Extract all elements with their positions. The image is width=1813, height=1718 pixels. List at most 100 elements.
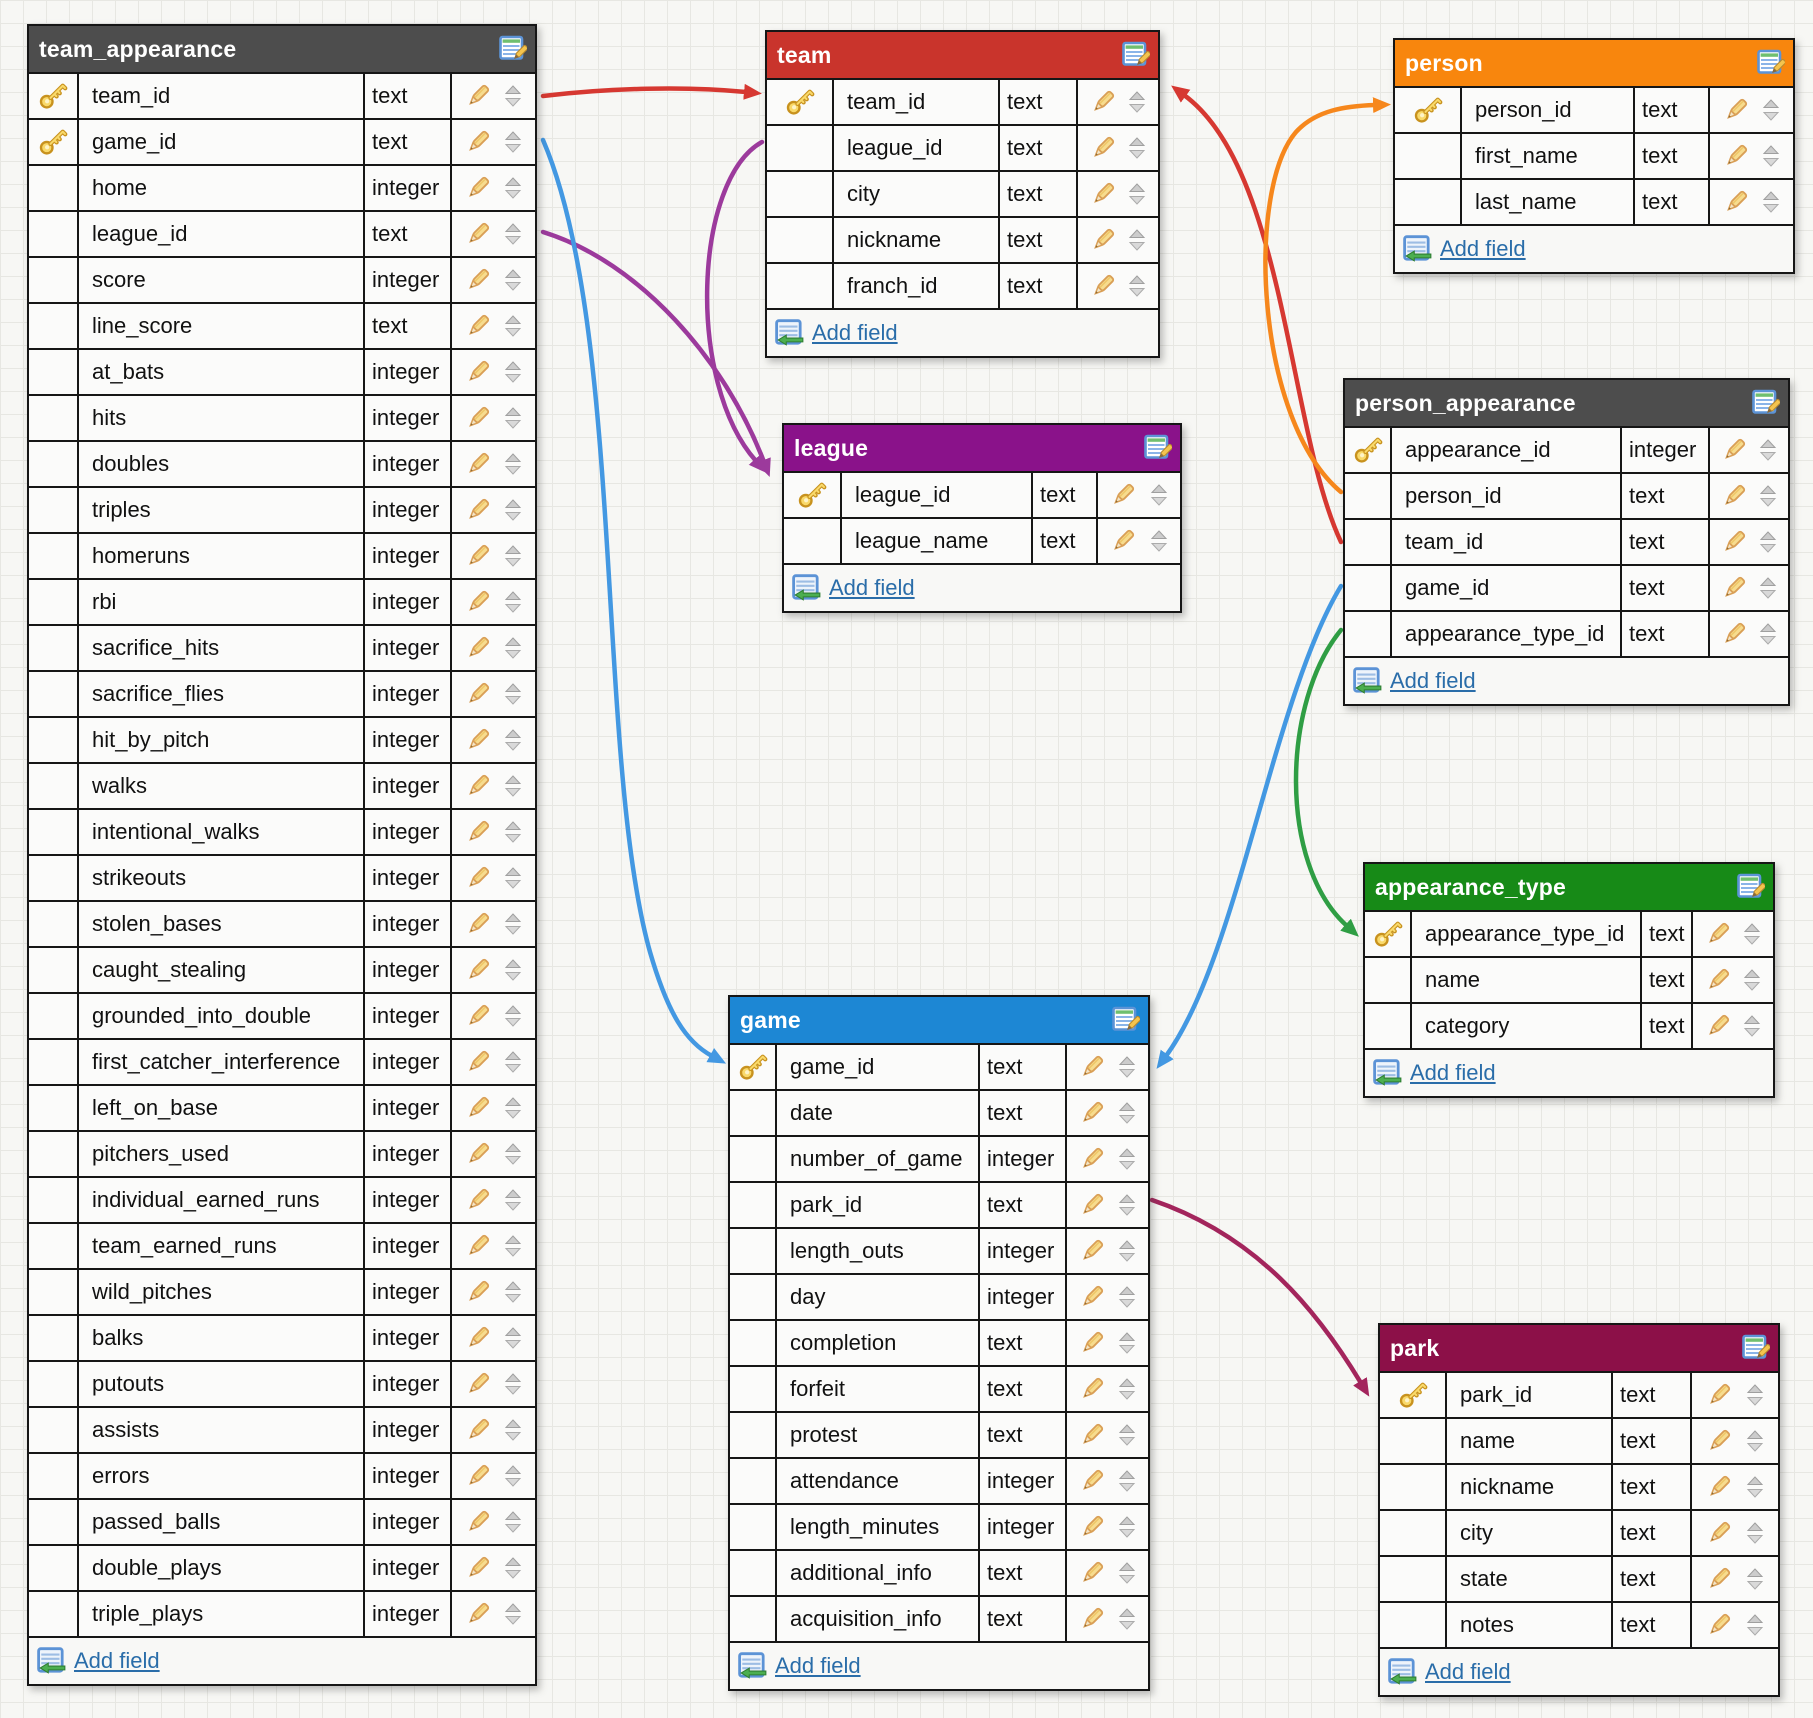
pencil-icon[interactable] [464,956,492,984]
up-down-arrows-icon[interactable] [503,1417,523,1443]
add-field-link[interactable]: Add field [1390,668,1476,693]
pencil-icon[interactable] [464,1232,492,1260]
table-header-person[interactable]: person [1395,40,1793,86]
up-down-arrows-icon[interactable] [503,1555,523,1581]
up-down-arrows-icon[interactable] [1117,1192,1137,1218]
add-field-table-icon[interactable] [738,1652,768,1680]
up-down-arrows-icon[interactable] [503,175,523,201]
pencil-icon[interactable] [1089,88,1117,116]
add-field-link[interactable]: Add field [812,320,898,345]
edit-table-icon[interactable] [1752,389,1780,417]
up-down-arrows-icon[interactable] [503,1371,523,1397]
pencil-icon[interactable] [464,1002,492,1030]
pencil-icon[interactable] [464,404,492,432]
add-field-link[interactable]: Add field [1410,1060,1496,1085]
pencil-icon[interactable] [464,588,492,616]
up-down-arrows-icon[interactable] [503,727,523,753]
up-down-arrows-icon[interactable] [1117,1606,1137,1632]
up-down-arrows-icon[interactable] [1117,1100,1137,1126]
edit-table-icon[interactable] [1737,873,1765,901]
up-down-arrows-icon[interactable] [1761,143,1781,169]
pencil-icon[interactable] [1720,436,1748,464]
up-down-arrows-icon[interactable] [1117,1284,1137,1310]
up-down-arrows-icon[interactable] [503,221,523,247]
up-down-arrows-icon[interactable] [1745,1566,1765,1592]
table-header-park[interactable]: park [1380,1325,1778,1371]
up-down-arrows-icon[interactable] [503,773,523,799]
pencil-icon[interactable] [464,128,492,156]
pencil-icon[interactable] [1078,1191,1106,1219]
up-down-arrows-icon[interactable] [503,1187,523,1213]
up-down-arrows-icon[interactable] [1745,1382,1765,1408]
pencil-icon[interactable] [1705,1611,1733,1639]
pencil-icon[interactable] [1109,481,1137,509]
up-down-arrows-icon[interactable] [503,1325,523,1351]
pencil-icon[interactable] [1089,272,1117,300]
table-header-team_appearance[interactable]: team_appearance [29,26,535,72]
pencil-icon[interactable] [1704,966,1732,994]
up-down-arrows-icon[interactable] [1745,1428,1765,1454]
up-down-arrows-icon[interactable] [1745,1474,1765,1500]
pencil-icon[interactable] [1720,482,1748,510]
pencil-icon[interactable] [464,1278,492,1306]
pencil-icon[interactable] [464,450,492,478]
pencil-icon[interactable] [464,542,492,570]
up-down-arrows-icon[interactable] [503,359,523,385]
up-down-arrows-icon[interactable] [1127,89,1147,115]
table-header-team[interactable]: team [767,32,1158,78]
add-field-link[interactable]: Add field [1425,1659,1511,1684]
pencil-icon[interactable] [1705,1427,1733,1455]
pencil-icon[interactable] [464,1186,492,1214]
pencil-icon[interactable] [1078,1237,1106,1265]
edit-table-icon[interactable] [1757,49,1785,77]
up-down-arrows-icon[interactable] [503,1601,523,1627]
add-field-link[interactable]: Add field [775,1653,861,1678]
pencil-icon[interactable] [464,1462,492,1490]
add-field-table-icon[interactable] [1353,667,1383,695]
up-down-arrows-icon[interactable] [1117,1238,1137,1264]
up-down-arrows-icon[interactable] [1117,1560,1137,1586]
add-field-link[interactable]: Add field [829,575,915,600]
add-field-table-icon[interactable] [775,319,805,347]
pencil-icon[interactable] [1078,1053,1106,1081]
up-down-arrows-icon[interactable] [1117,1422,1137,1448]
up-down-arrows-icon[interactable] [1149,482,1169,508]
pencil-icon[interactable] [464,1554,492,1582]
pencil-icon[interactable] [1078,1421,1106,1449]
pencil-icon[interactable] [464,82,492,110]
pencil-icon[interactable] [1704,920,1732,948]
up-down-arrows-icon[interactable] [1758,575,1778,601]
up-down-arrows-icon[interactable] [503,1233,523,1259]
up-down-arrows-icon[interactable] [503,819,523,845]
up-down-arrows-icon[interactable] [1758,529,1778,555]
pencil-icon[interactable] [1704,1012,1732,1040]
pencil-icon[interactable] [1722,188,1750,216]
pencil-icon[interactable] [464,634,492,662]
pencil-icon[interactable] [464,1094,492,1122]
up-down-arrows-icon[interactable] [503,313,523,339]
pencil-icon[interactable] [1078,1605,1106,1633]
pencil-icon[interactable] [464,266,492,294]
pencil-icon[interactable] [464,1324,492,1352]
up-down-arrows-icon[interactable] [1742,967,1762,993]
pencil-icon[interactable] [464,496,492,524]
edit-table-icon[interactable] [1742,1334,1770,1362]
up-down-arrows-icon[interactable] [1127,273,1147,299]
pencil-icon[interactable] [464,910,492,938]
pencil-icon[interactable] [464,864,492,892]
add-field-table-icon[interactable] [37,1647,67,1675]
pencil-icon[interactable] [464,1140,492,1168]
up-down-arrows-icon[interactable] [503,589,523,615]
add-field-link[interactable]: Add field [74,1648,160,1673]
edit-table-icon[interactable] [499,35,527,63]
up-down-arrows-icon[interactable] [503,957,523,983]
pencil-icon[interactable] [464,1048,492,1076]
add-field-link[interactable]: Add field [1440,236,1526,261]
pencil-icon[interactable] [1078,1513,1106,1541]
table-header-person_appearance[interactable]: person_appearance [1345,380,1788,426]
up-down-arrows-icon[interactable] [503,911,523,937]
up-down-arrows-icon[interactable] [503,83,523,109]
add-field-table-icon[interactable] [1388,1658,1418,1686]
up-down-arrows-icon[interactable] [503,1141,523,1167]
pencil-icon[interactable] [464,358,492,386]
